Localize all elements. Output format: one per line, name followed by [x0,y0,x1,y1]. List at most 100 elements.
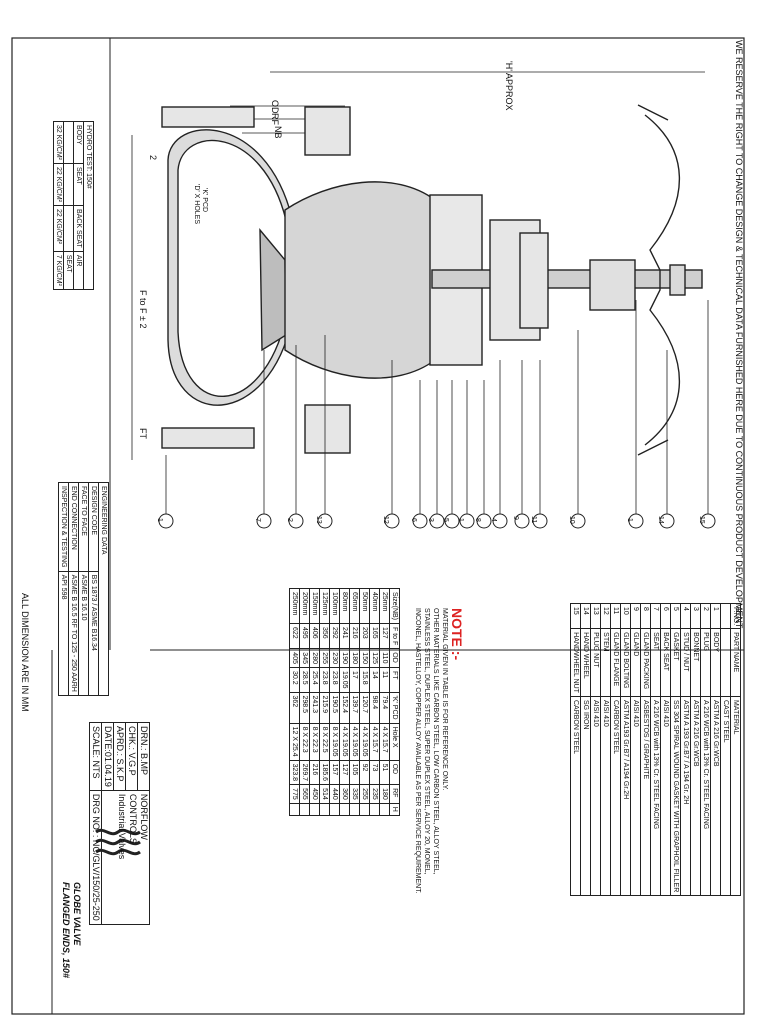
engineering-label: DESIGN CODE [88,482,99,572]
ft-label: FT [138,428,148,439]
size-cell: 255 [319,648,330,668]
parts-header-material: MATERIAL [730,696,741,896]
size-cell: 17 [349,667,360,693]
size-cell: 298.5 [299,692,310,724]
part-number: 9 [630,603,641,629]
engineering-title: ENGINEERING DATA [98,482,109,696]
hydro-blank [63,121,74,164]
part-material: A 216 WCB with 13% Cr. STEEL FACING [700,696,711,896]
size-cell: 203 [359,623,370,649]
company-name: NORFLOW [139,793,149,840]
balloon-number: 3 [427,518,434,522]
size-cell: 92 [359,760,370,785]
size-cell: 73 [369,760,380,785]
part-name: GLAND PACKING [640,628,651,697]
hydro-seat-value: 22 KG/CM² [53,163,64,206]
part-number: 6 [660,603,671,629]
balloon-number: 2 [286,518,293,522]
size-cell: 8 X 22.5 [319,723,330,761]
drawing-number: DRG NO. : NC/GLV/150/25-250 [89,790,102,925]
size-cell: 65mm [349,588,360,624]
balloon-number: 6 [410,518,417,522]
size-cell: 4 X 19.05 [359,723,370,761]
size-cell [309,803,320,816]
all-dimensions-note: ALL DIMENSION ARE IN MM [20,593,30,712]
size-cell: 185.6 [319,760,330,785]
size-cell: 8 X 22.3 [299,723,310,761]
size-cell [359,803,370,816]
parts-header-number: P.NO. [730,603,741,629]
balloon-number: 1 [457,518,464,522]
part-number: 3 [690,603,701,629]
size-cell: 190.5 [329,692,340,724]
size-header: 'K' PCD [389,692,400,724]
part-number: 7 [650,603,661,629]
nb-label: NB [273,126,283,139]
size-header: FT [389,667,400,693]
size-cell: 150 [359,648,370,668]
size-cell [329,803,340,816]
part-material: A 216 WCB with 13% Cr. STEEL FACING [650,696,661,896]
hydro-back-seat-label: BACK SEAT [73,205,84,252]
size-cell: 110 [379,648,390,668]
size-cell: 79.4 [379,692,390,724]
size-cell [379,803,390,816]
hydro-body-label: BODY [73,121,84,164]
hydro-body-value: 32 KG/CM² [53,121,64,164]
part-number: 8 [640,603,651,629]
size-cell: 25mm [379,588,390,624]
size-cell: 125 [369,648,380,668]
balloon-number: 1 [156,518,163,522]
size-cell: 80mm [339,588,350,624]
hydro-air-label: AIR [73,251,84,290]
aprd-field: APRD.: S.K.P [113,722,126,791]
size-cell: 4 X 15.7 [379,723,390,761]
part-name: HANDWHEEL NUT [570,628,581,697]
size-cell: 105 [349,760,360,785]
size-header: Size(NB) [389,588,400,624]
part-material: AISI 410 [660,696,671,896]
size-cell: 356 [319,623,330,649]
size-cell: 127 [379,623,390,649]
hydro-back-seat-value: 22 KG/CM² [53,205,64,252]
part-number: 1 [710,603,721,629]
size-cell: 40mm [369,588,380,624]
size-cell: 23.8 [319,667,330,693]
size-cell: 235 [369,784,380,804]
note-line: OTHER MATERIALS LIKE CARBON STEEL, LOW C… [432,608,439,875]
date-field: DATE:01.04.19 [101,722,114,791]
chk-field: CHK.: V.G.P [125,722,138,791]
size-cell: 4 X 19.05 [349,723,360,761]
part-material: ASTM A 216 Gr.WCB [690,696,701,896]
size-cell: 360 [339,784,350,804]
part-name: STUD / NUT [680,628,691,697]
size-cell: 440 [329,784,340,804]
part-name: GASKET [670,628,681,697]
balloon-number: 12 [382,516,389,524]
engineering-label: FACE TO FACE [78,482,89,572]
size-cell: 514 [319,784,330,804]
part-number: 15 [570,603,581,629]
balloon-number: 11 [530,516,537,524]
valve-section-drawing [161,104,703,456]
size-cell [349,803,360,816]
hydro-air-seat-label: SEAT [63,251,74,290]
hydro-seat-label: SEAT [73,163,84,206]
size-cell [319,803,330,816]
f-to-f-label: F to F ± 2 [138,290,148,329]
size-cell: 139.7 [349,692,360,724]
size-cell [369,803,380,816]
parts-header-name: PART NAME [730,628,741,697]
balloon-number: 13 [315,516,322,524]
part-name: STEM [600,628,611,697]
hydro-blank [63,205,74,252]
size-cell: 127 [339,760,350,785]
part-name: GLAND [630,628,641,697]
part-material: SG IRON [580,696,591,896]
size-cell [289,803,300,816]
size-cell: 622 [289,623,300,649]
balloon-number: 9 [512,516,519,520]
balloon-number: 5 [442,518,449,522]
size-cell: 335 [349,784,360,804]
